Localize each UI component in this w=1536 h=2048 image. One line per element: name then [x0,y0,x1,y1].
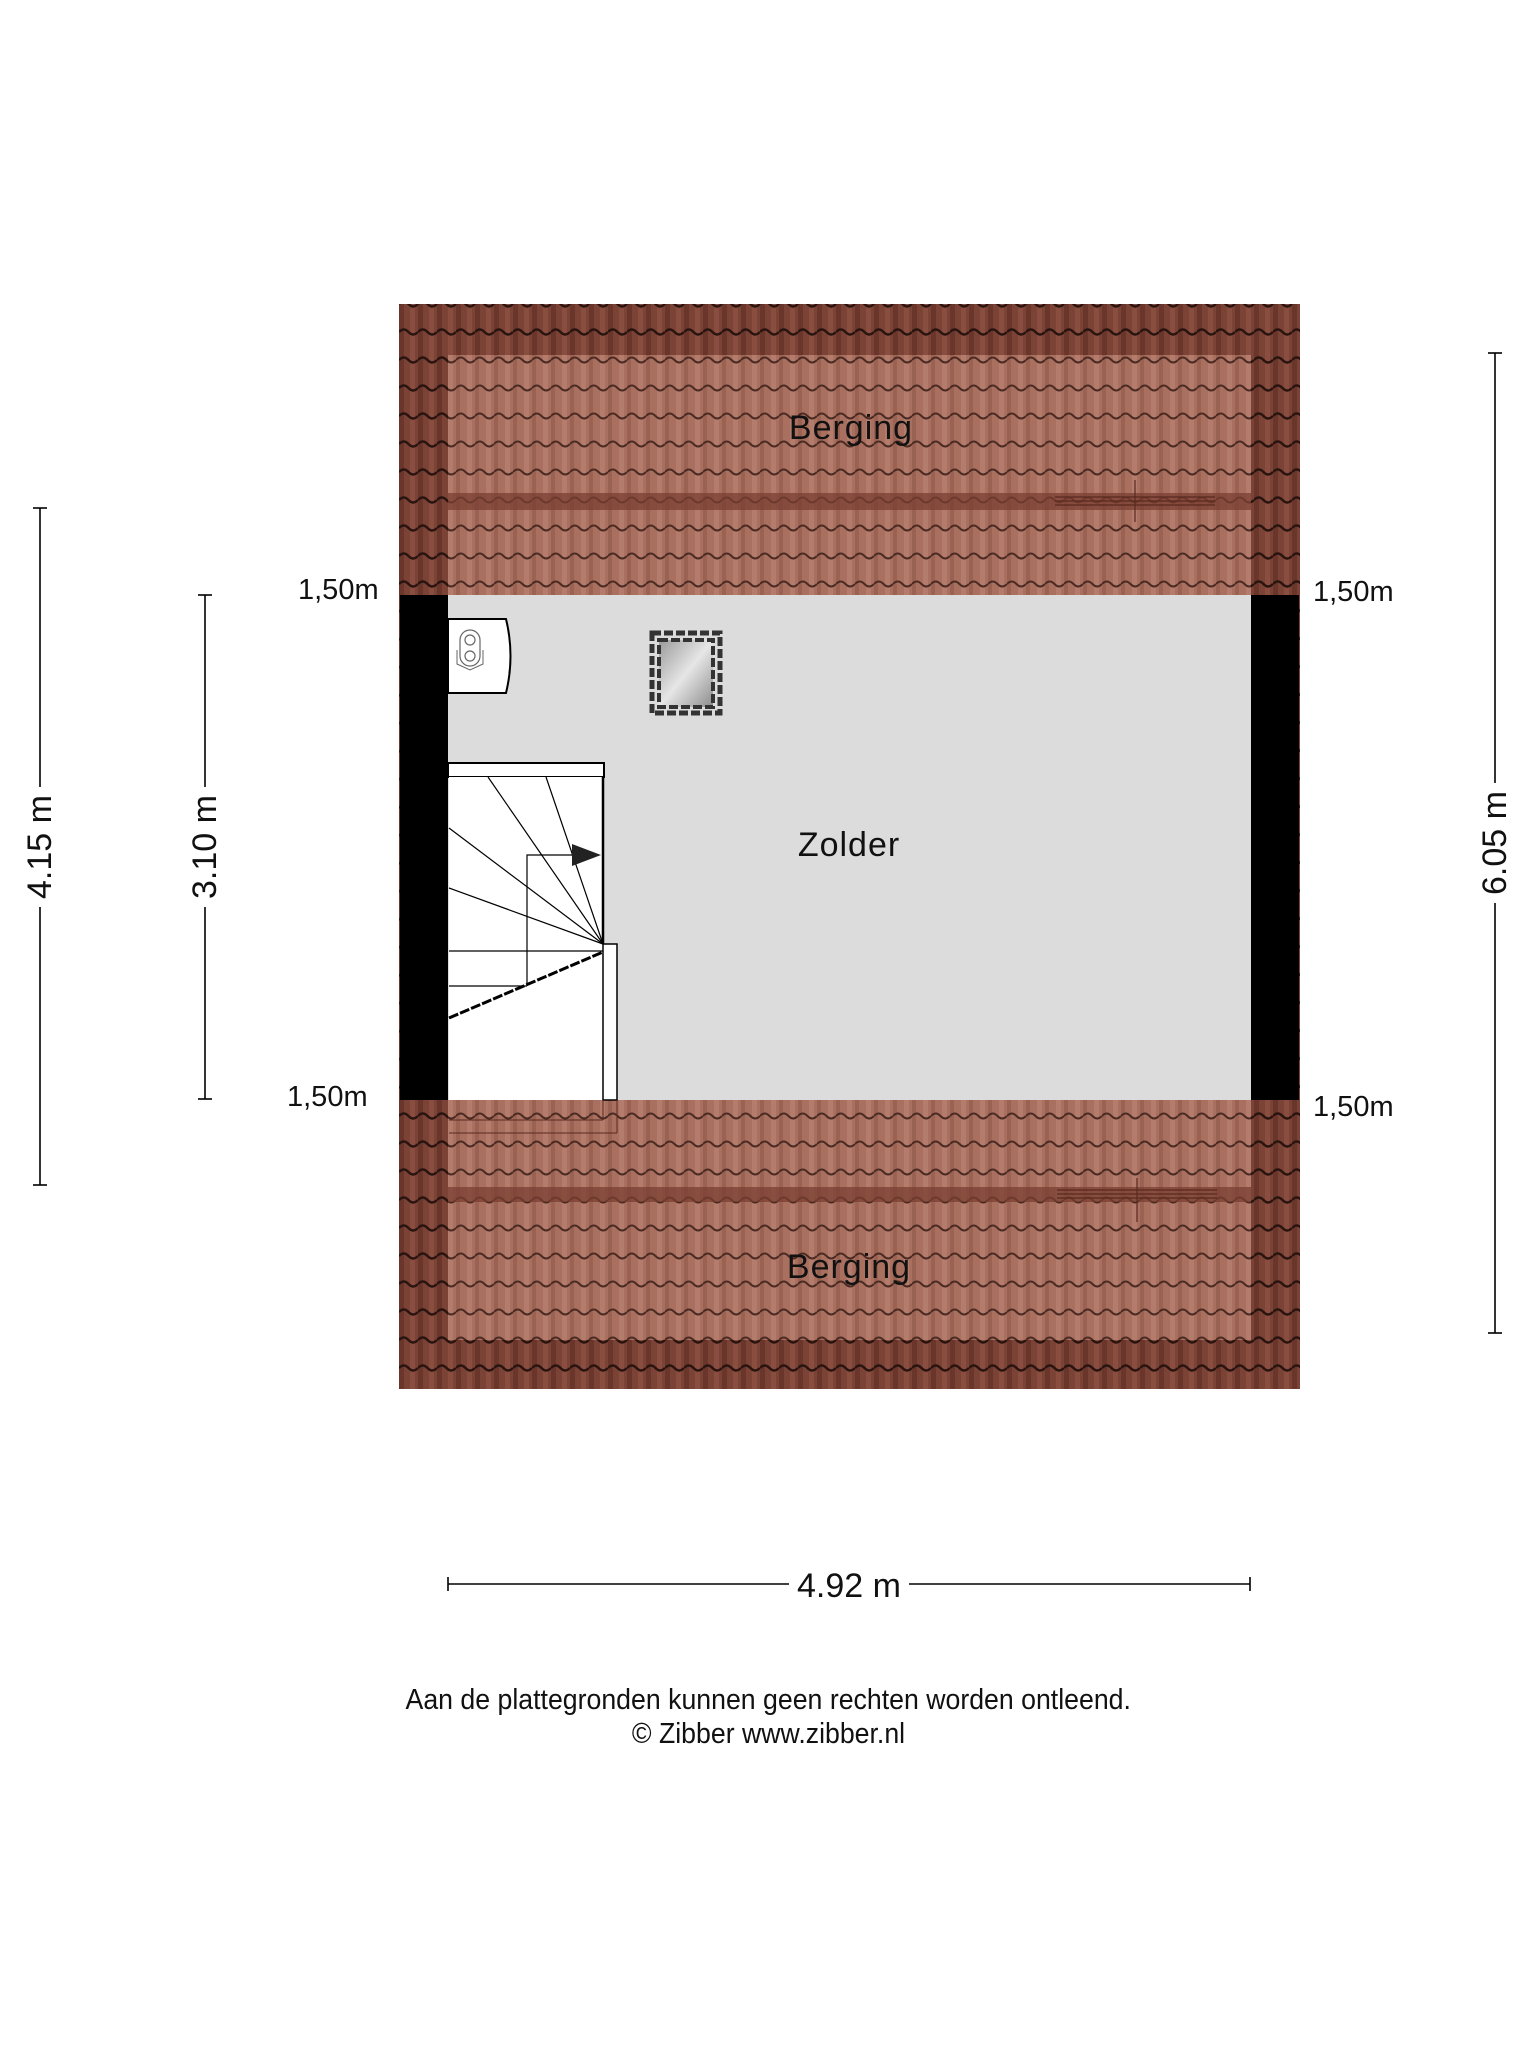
skylight-icon [649,630,723,716]
room-label-top-storage: Berging [788,409,914,447]
left-knee-wall [400,595,448,1100]
walk-direction-arrow-icon [572,844,601,866]
right-knee-wall [1251,595,1299,1100]
dimension-label-left-outer: 4.15 m [21,787,59,907]
dimension-label-right: 6.05 m [1476,783,1514,903]
room-label-attic: Zolder [797,826,901,864]
eave-height-top-right: 1,50m [1313,576,1394,608]
eave-height-bottom-left: 1,50m [287,1081,368,1113]
disclaimer-text: Aan de plattegronden kunnen geen rechten… [0,1683,1536,1718]
disclaimer-line: Aan de plattegronden kunnen geen rechten… [405,1684,1131,1716]
copyright-text: © Zibber www.zibber.nl [0,1717,1536,1752]
copyright-line: © Zibber www.zibber.nl [631,1718,905,1750]
top-storage-area [448,355,1251,595]
roof-vent-icon [1057,1178,1217,1222]
eave-height-bottom-right: 1,50m [1313,1091,1394,1123]
bottom-storage-area [448,1100,1251,1340]
staircase-icon [447,762,618,1134]
dimension-label-bottom: 4.92 m [789,1569,909,1603]
roof-vent-icon [1055,480,1215,522]
room-label-bottom-storage: Berging [786,1248,912,1286]
boiler-icon [447,618,512,694]
eave-height-top-left: 1,50m [298,574,379,606]
dimension-label-left-inner: 3.10 m [186,787,224,907]
